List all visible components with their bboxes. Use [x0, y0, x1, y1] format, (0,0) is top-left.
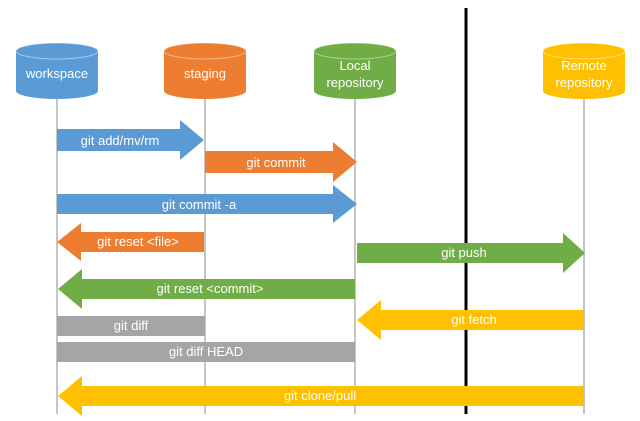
git-add-arrow: git add/mv/rm — [57, 120, 204, 160]
git-clone-pull-label: git clone/pull — [284, 388, 356, 403]
git-diff-bar: git diff — [57, 316, 205, 336]
git-diff-head-bar: git diff HEAD — [57, 342, 355, 362]
git-commit-label: git commit — [246, 155, 306, 170]
git-fetch-label: git fetch — [451, 312, 497, 327]
git-commit-a-arrow: git commit -a — [57, 185, 357, 223]
git-diff-label: git diff — [114, 318, 149, 333]
git-commit-arrow: git commit — [205, 142, 357, 182]
remote-repository-cylinder: Remote repository — [542, 42, 626, 99]
git-diff-head-label: git diff HEAD — [169, 344, 243, 359]
local-repository-cylinder: Local repository — [313, 42, 397, 99]
local-repository-label-line1: Local — [339, 58, 370, 73]
git-push-label: git push — [441, 245, 487, 260]
git-push-arrow: git push — [357, 233, 585, 273]
staging-cylinder: staging — [163, 42, 247, 99]
git-clone-pull-arrow: git clone/pull — [58, 376, 584, 416]
git-fetch-arrow: git fetch — [357, 300, 584, 340]
remote-repository-label-line1: Remote — [561, 58, 607, 73]
remote-repository-label-line2: repository — [555, 75, 613, 90]
git-add-label: git add/mv/rm — [81, 133, 160, 148]
git-reset-file-arrow: git reset <file> — [57, 223, 204, 261]
git-reset-file-label: git reset <file> — [97, 234, 179, 249]
git-reset-commit-arrow: git reset <commit> — [58, 269, 355, 309]
workspace-cylinder: workspace — [15, 42, 99, 99]
local-repository-label-line2: repository — [326, 75, 384, 90]
git-reset-commit-label: git reset <commit> — [157, 281, 264, 296]
staging-label: staging — [184, 66, 226, 81]
git-commit-a-label: git commit -a — [162, 197, 237, 212]
workspace-label: workspace — [25, 66, 88, 81]
